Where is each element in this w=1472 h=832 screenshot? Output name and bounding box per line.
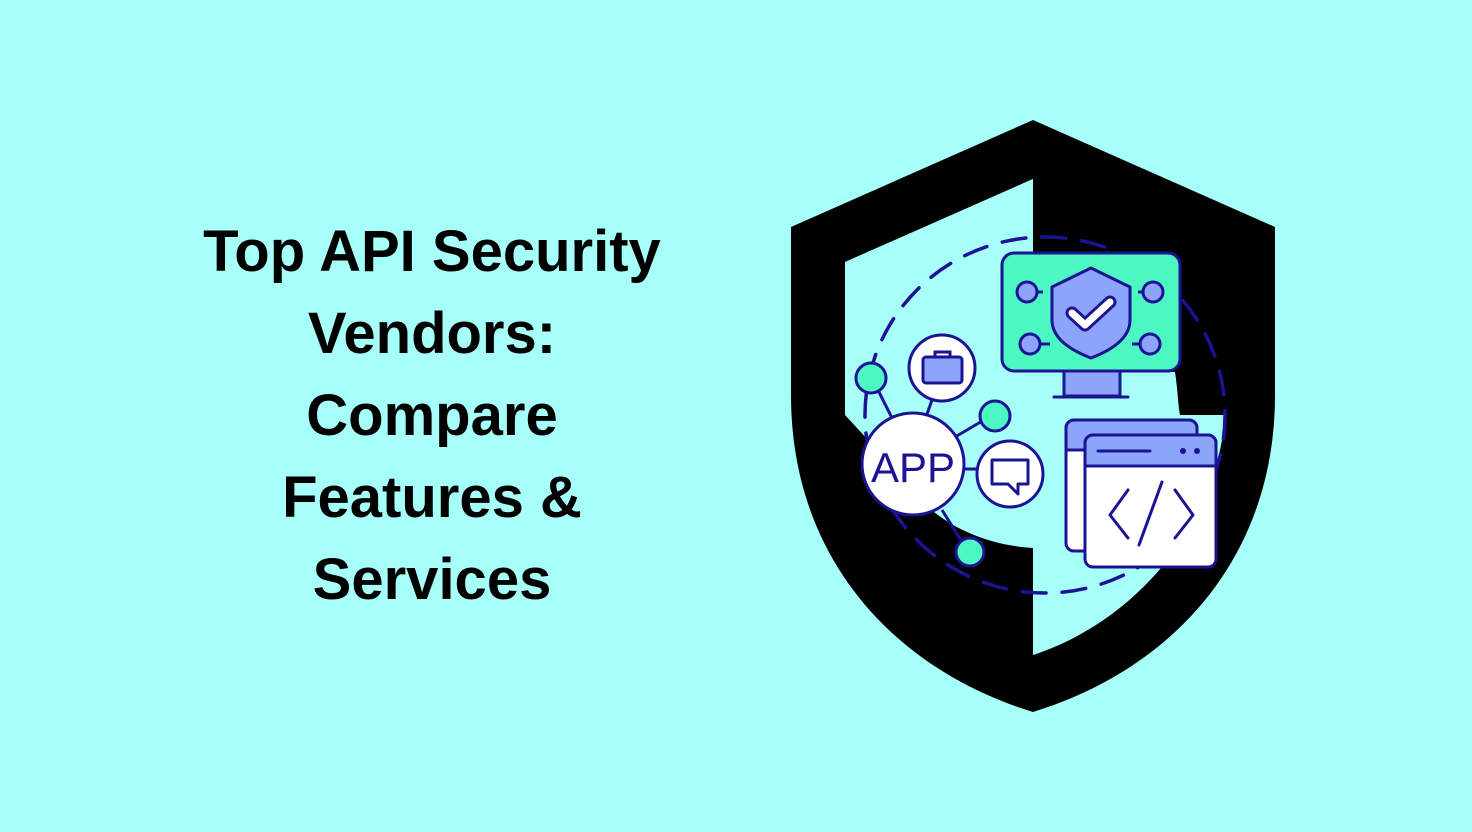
app-label: APP [871,444,955,491]
network-node-icon [978,399,1012,433]
page-title: Top API Security Vendors: Compare Featur… [182,211,682,621]
briefcase-icon [907,333,977,403]
shield-check-icon [1050,266,1132,360]
app-node: APP [860,411,966,517]
code-icon [1108,480,1195,547]
title-line-3: Compare [306,383,558,448]
chat-bubble-icon [975,439,1045,509]
network-node-icon [1015,280,1165,356]
title-line-1: Top API Security [203,219,661,284]
network-node-icon [954,536,986,568]
title-line-2: Vendors: [307,301,557,366]
app-network-cluster: APP [854,333,1045,568]
browser-window-icon [1064,418,1218,569]
title-line-5: Services [312,547,552,612]
monitor-icon [1000,251,1182,399]
dashed-orbit [863,235,1227,595]
title-line-4: Features & [282,465,582,530]
network-node-icon [854,361,888,395]
